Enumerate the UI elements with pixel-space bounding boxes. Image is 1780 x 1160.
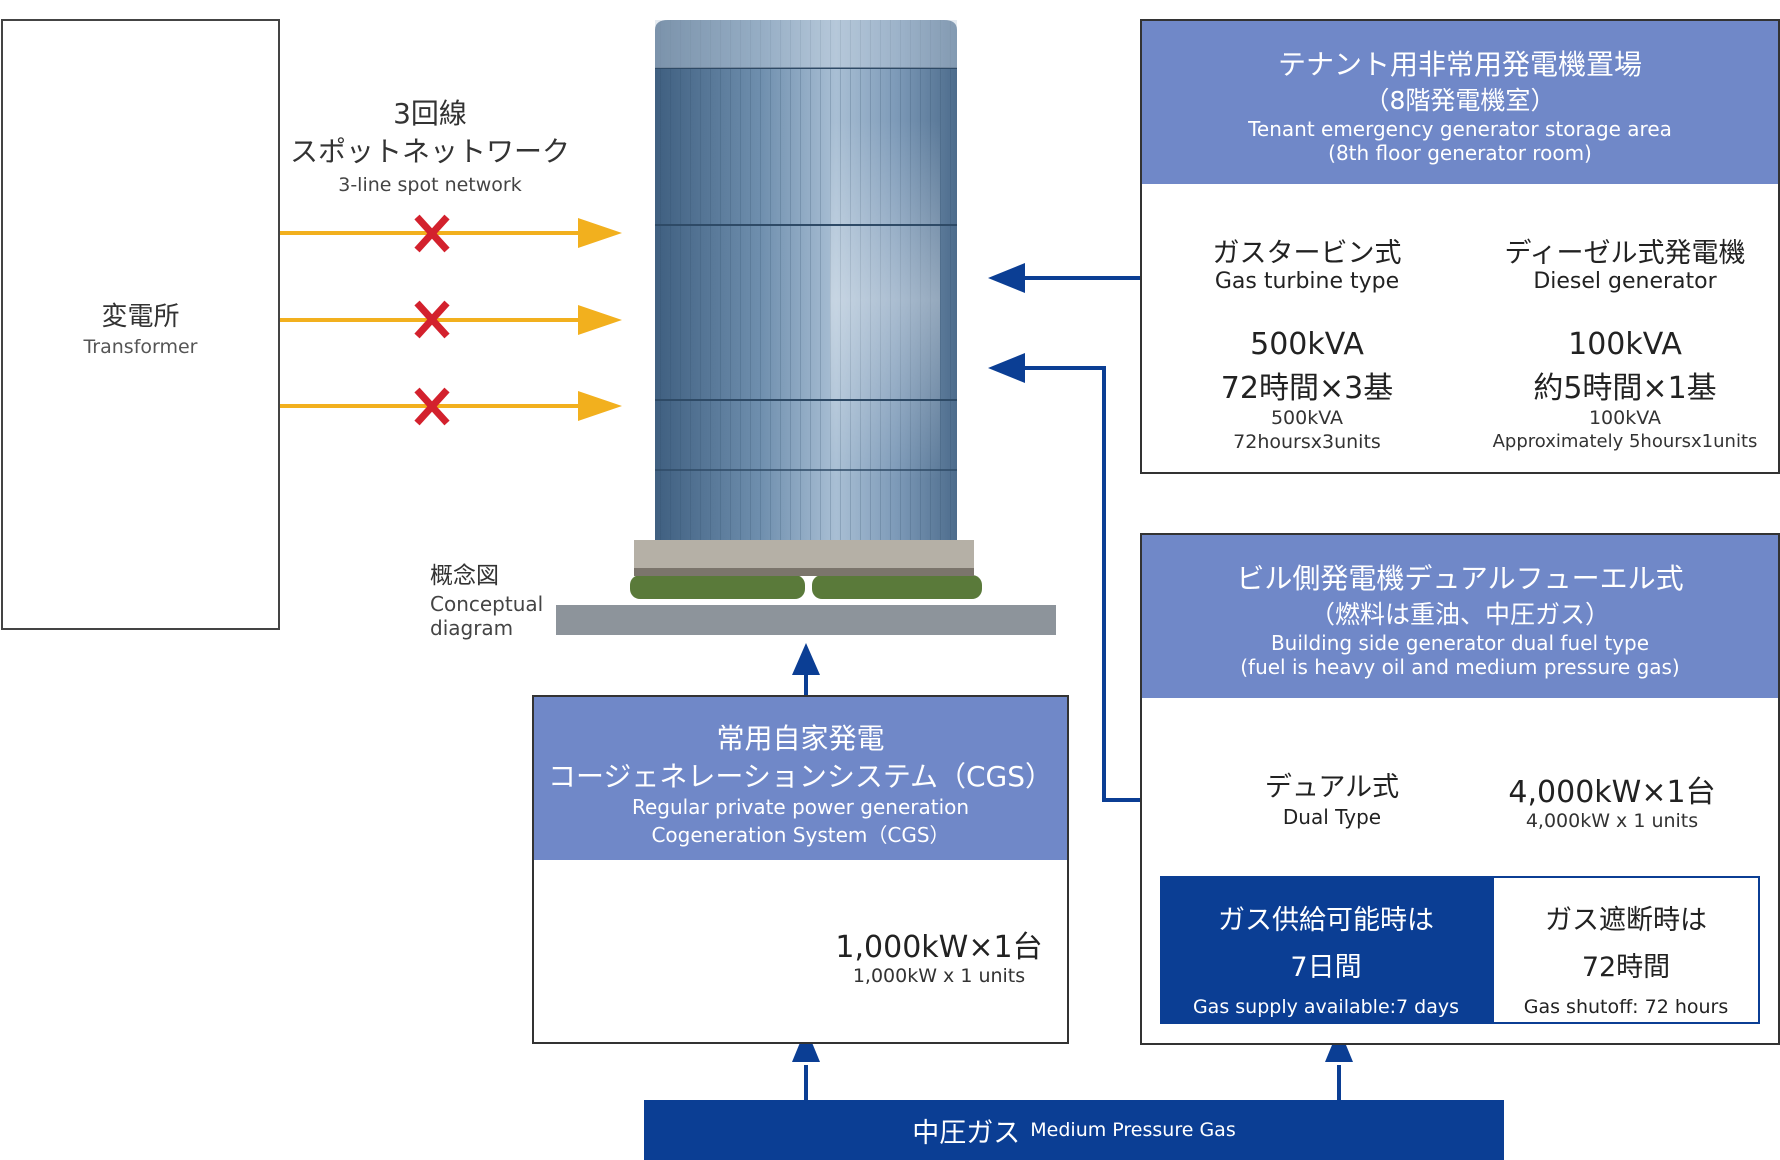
concept-label-jp: 概念図 [430,563,499,589]
concept-label-en-2: diagram [430,616,514,640]
gas-supply-line2: 7日間 [1290,952,1362,983]
arrow-left-icon [988,263,1025,293]
tenant-subtitle-en: (8th floor generator room) [1328,141,1592,165]
tenant-generator-box: テナント用非常用発電機置場 （8階発電機室） Tenant emergency … [1140,19,1780,474]
arrow-up-icon [1325,1028,1353,1062]
gas-turbine-value-en-1: 500kVA [1270,407,1344,429]
building-header: ビル側発電機デュアルフューエル式 （燃料は重油、中圧ガス） Building s… [1142,535,1778,698]
network-label-jp-1: 3回線 [393,97,467,130]
gas-turbine-label-en: Gas turbine type [1214,269,1400,294]
network-label-jp-2: スポットネットワーク [289,135,570,168]
building-image [556,20,1056,635]
gas-shutoff-line2: 72時間 [1581,952,1671,983]
arrow-up-icon [792,643,820,675]
dual-value-en: 4,000kW x 1 units [1525,810,1699,832]
cross-icons [414,214,450,426]
arrow-right-icon [578,305,622,335]
arrow-left-icon [988,353,1025,383]
gas-shutoff-en: Gas shutoff: 72 hours [1523,996,1729,1018]
cgs-title-jp: 常用自家発電 [716,722,885,755]
diesel-label-en: Diesel generator [1533,269,1717,294]
transformer-box: 変電所 Transformer [1,19,280,630]
cross-icon [414,214,450,253]
diesel-value-en-1: 100kVA [1588,407,1662,429]
gas-shutoff-line1: ガス遮断時は [1545,905,1707,936]
medium-gas-label-jp: 中圧ガス [912,1117,1021,1149]
spot-network-arrows [280,218,622,421]
cgs-box: 常用自家発電 コージェネレーションシステム（CGS） Regular priva… [532,695,1069,1044]
gas-turbine-value-jp-2: 72時間×3基 [1220,371,1394,406]
arrow-up-icon [792,1028,820,1062]
dual-label-jp: デュアル式 [1264,772,1400,803]
tenant-title-jp: テナント用非常用発電機置場 [1277,48,1642,81]
gas-shutoff-panel: ガス遮断時は 72時間 Gas shutoff: 72 hours [1492,876,1760,1024]
dual-label-en: Dual Type [1282,805,1382,829]
cgs-value-jp: 1,000kW×1台 [835,930,1043,965]
building-subtitle-jp: （燃料は重油、中圧ガス） [1309,600,1610,629]
building-title-en: Building side generator dual fuel type [1270,631,1650,655]
dual-value-jp: 4,000kW×1台 [1508,775,1716,810]
cgs-header: 常用自家発電 コージェネレーションシステム（CGS） Regular priva… [534,697,1067,860]
gas-supply-line1: ガス供給可能時は [1218,905,1434,936]
tenant-subtitle-jp: （8階発電機室） [1364,86,1556,115]
network-label-en: 3-line spot network [338,174,522,196]
transformer-label-jp: 変電所 [101,302,180,332]
diesel-label-jp: ディーゼル式発電機 [1504,238,1746,269]
cgs-value-en: 1,000kW x 1 units [852,965,1026,987]
tenant-title-en: Tenant emergency generator storage area [1248,117,1672,141]
concept-label-en-1: Conceptual [430,592,544,616]
tenant-header: テナント用非常用発電機置場 （8階発電機室） Tenant emergency … [1142,21,1778,184]
cgs-subtitle-en: Cogeneration System（CGS） [651,823,950,847]
gas-turbine-value-jp-1: 500kVA [1250,327,1364,362]
gas-turbine-label-jp: ガスタービン式 [1212,238,1402,269]
gas-supply-panel: ガス供給可能時は 7日間 Gas supply available:7 days [1160,876,1492,1024]
gas-turbine-value-en-2: 72hoursx3units [1233,431,1381,453]
diesel-value-jp-1: 100kVA [1568,327,1682,362]
diesel-value-en-2: Approximately 5hoursx1units [1492,431,1758,452]
cross-icon [414,300,450,339]
gas-supply-en: Gas supply available:7 days [1192,996,1460,1018]
building-title-jp: ビル側発電機デュアルフューエル式 [1236,562,1684,595]
cross-icon [414,387,450,426]
cgs-subtitle-jp: コージェネレーションシステム（CGS） [547,760,1054,793]
cgs-title-en: Regular private power generation [631,795,970,819]
building-subtitle-en: (fuel is heavy oil and medium pressure g… [1240,655,1680,679]
transformer-label-en: Transformer [83,336,198,358]
medium-gas-label-en: Medium Pressure Gas [1030,1119,1236,1141]
arrow-right-icon [578,218,622,248]
medium-pressure-gas-bar: 中圧ガス Medium Pressure Gas [644,1100,1504,1160]
diesel-value-jp-2: 約5時間×1基 [1533,371,1717,406]
arrow-right-icon [578,391,622,421]
